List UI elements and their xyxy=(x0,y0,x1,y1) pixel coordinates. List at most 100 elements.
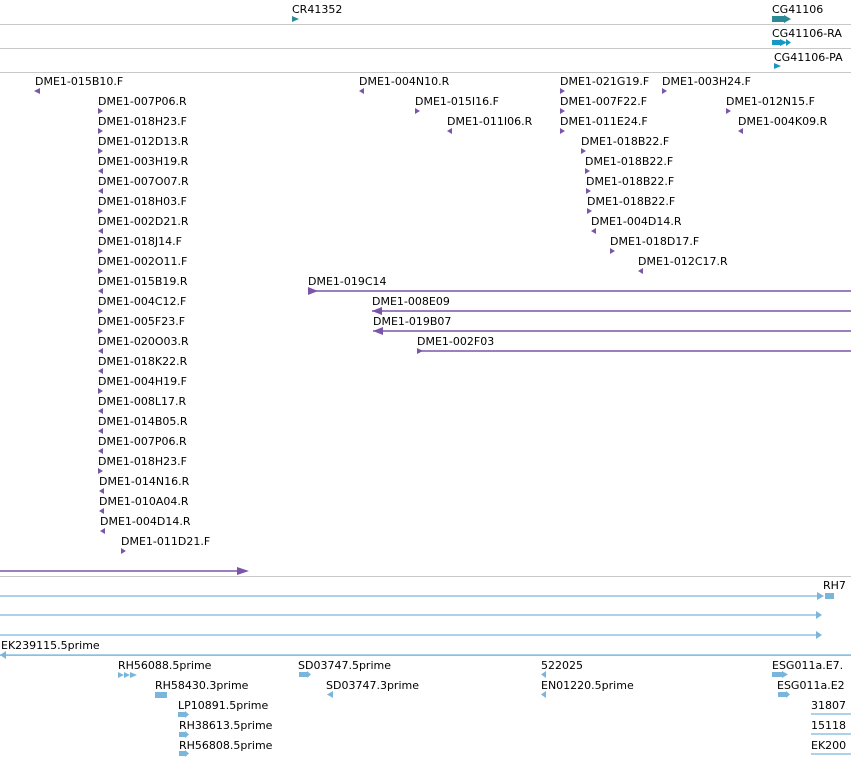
bac-end-markers xyxy=(34,88,743,554)
bac-end-label[interactable]: DME1-004D14.R xyxy=(100,515,191,528)
gene-glyph-cg41106[interactable] xyxy=(772,16,784,22)
bac-end-marker xyxy=(98,328,103,334)
bac-end-label[interactable]: DME1-014B05.R xyxy=(98,415,188,428)
gene-label-cg41106[interactable]: CG41106 xyxy=(772,3,824,16)
bac-end-label[interactable]: DME1-018B22.F xyxy=(581,135,670,148)
bac-end-label[interactable]: DME1-004K09.R xyxy=(738,115,828,128)
track-separator xyxy=(0,24,851,25)
est-marker xyxy=(299,672,308,677)
bac-end-label[interactable]: DME1-018H03.F xyxy=(98,195,187,208)
transcript-glyph-cg41106-pa[interactable] xyxy=(774,63,781,69)
bac-end-marker xyxy=(99,488,104,494)
bac-end-label[interactable]: DME1-004N10.R xyxy=(359,75,450,88)
est-spans xyxy=(0,592,851,659)
bac-end-label[interactable]: DME1-020O03.R xyxy=(98,335,189,348)
bac-end-marker xyxy=(98,208,103,214)
est-label[interactable]: SD03747.5prime xyxy=(298,659,391,672)
clone-span-arrow xyxy=(417,348,423,354)
bac-end-label[interactable]: DME1-018H23.F xyxy=(98,455,187,468)
bac-end-label[interactable]: DME1-011E24.F xyxy=(560,115,648,128)
transcript-label-cg41106-ra[interactable]: CG41106-RA xyxy=(772,27,842,40)
bac-end-label[interactable]: DME1-007P06.R xyxy=(98,435,187,448)
est-marker xyxy=(778,692,786,697)
est-label[interactable]: 522025 xyxy=(541,659,583,672)
est-label[interactable]: EN01220.5prime xyxy=(541,679,634,692)
bac-end-label[interactable]: DME1-015I16.F xyxy=(415,95,499,108)
est-label[interactable]: RH58430.3prime xyxy=(155,679,249,692)
bac-end-label[interactable]: DME1-012N15.F xyxy=(726,95,815,108)
bac-end-marker xyxy=(585,168,590,174)
clone-label[interactable]: DME1-019C14 xyxy=(308,275,387,288)
bac-end-label[interactable]: DME1-003H24.F xyxy=(662,75,751,88)
bac-end-marker xyxy=(560,128,565,134)
gene-glyph-cr41352[interactable] xyxy=(292,16,299,22)
bac-end-label[interactable]: DME1-012D13.R xyxy=(98,135,189,148)
track-separator xyxy=(0,576,851,577)
bac-end-label[interactable]: DME1-005F23.F xyxy=(98,315,186,328)
bac-end-label[interactable]: DME1-007O07.R xyxy=(98,175,189,188)
est-label[interactable]: EK200 xyxy=(811,739,847,752)
bac-end-label[interactable]: DME1-018D17.F xyxy=(610,235,700,248)
bac-end-label[interactable]: DME1-014N16.R xyxy=(99,475,190,488)
bac-end-label[interactable]: DME1-007P06.R xyxy=(98,95,187,108)
est-label[interactable]: RH38613.5prime xyxy=(179,719,273,732)
est-label[interactable]: RH56088.5prime xyxy=(118,659,212,672)
est-marker xyxy=(185,731,189,738)
clone-span-arrow xyxy=(308,287,318,295)
est-label[interactable]: RH56808.5prime xyxy=(179,739,273,752)
bac-end-marker xyxy=(98,128,103,134)
bac-end-marker xyxy=(610,248,615,254)
bac-end-label[interactable]: DME1-012C17.R xyxy=(638,255,728,268)
bac-end-label[interactable]: DME1-015B19.R xyxy=(98,275,188,288)
bac-end-label[interactable]: DME1-007F22.F xyxy=(560,95,648,108)
est-marker xyxy=(541,691,546,698)
est-label[interactable]: ESG011a.E7. xyxy=(772,659,844,672)
bac-end-label[interactable]: DME1-011I06.R xyxy=(447,115,533,128)
bac-end-label[interactable]: DME1-018B22.F xyxy=(586,175,675,188)
bac-end-label[interactable]: DME1-004H19.F xyxy=(98,375,187,388)
bac-end-label[interactable]: DME1-008L17.R xyxy=(98,395,187,408)
bac-end-marker xyxy=(98,168,103,174)
bac-end-label[interactable]: DME1-021G19.F xyxy=(560,75,650,88)
transcript-label-cg41106-pa[interactable]: CG41106-PA xyxy=(774,51,843,64)
bac-end-marker xyxy=(581,148,586,154)
est-label[interactable]: ESG011a.E2 xyxy=(777,679,845,692)
clone-label[interactable]: DME1-019B07 xyxy=(373,315,452,328)
transcript-arrow-cg41106-ra xyxy=(780,39,791,46)
est-label[interactable]: 15118 xyxy=(811,719,846,732)
clone-label[interactable]: DME1-008E09 xyxy=(372,295,450,308)
est-label[interactable]: RH7 xyxy=(823,579,846,592)
bac-end-label[interactable]: DME1-018K22.R xyxy=(98,355,188,368)
bac-end-label[interactable]: DME1-011D21.F xyxy=(121,535,211,548)
bac-end-marker xyxy=(98,448,103,454)
bac-end-marker xyxy=(98,108,103,114)
bac-end-marker xyxy=(560,108,565,114)
gene-label-cr41352[interactable]: CR41352 xyxy=(292,3,343,16)
bac-end-marker xyxy=(662,88,667,94)
transcript-glyph-cg41106-ra[interactable] xyxy=(772,40,780,45)
est-label[interactable]: LP10891.5prime xyxy=(178,699,269,712)
bac-end-label[interactable]: DME1-003H19.R xyxy=(98,155,189,168)
est-label[interactable]: 31807 xyxy=(811,699,846,712)
bac-end-label[interactable]: DME1-018J14.F xyxy=(98,235,182,248)
bac-end-label[interactable]: DME1-018H23.F xyxy=(98,115,187,128)
est-markers xyxy=(118,671,851,757)
clone-spans xyxy=(0,287,851,575)
clone-label[interactable]: DME1-002F03 xyxy=(417,335,495,348)
bac-end-label[interactable]: DME1-018B22.F xyxy=(587,195,676,208)
bac-end-label[interactable]: DME1-002O11.F xyxy=(98,255,188,268)
bac-end-label[interactable]: DME1-010A04.R xyxy=(99,495,189,508)
bac-end-label[interactable]: DME1-004D14.R xyxy=(591,215,682,228)
est-marker xyxy=(185,711,189,718)
bac-end-label[interactable]: DME1-002D21.R xyxy=(98,215,189,228)
bac-end-label[interactable]: DME1-004C12.F xyxy=(98,295,187,308)
est-marker xyxy=(155,692,167,698)
bac-end-label[interactable]: DME1-018B22.F xyxy=(585,155,674,168)
bac-end-label[interactable]: DME1-015B10.F xyxy=(35,75,124,88)
bac-end-marker xyxy=(98,468,103,474)
est-label[interactable]: EK239115.5prime xyxy=(1,639,100,652)
est-marker xyxy=(786,691,790,698)
track-separator xyxy=(0,72,851,73)
est-label[interactable]: SD03747.3prime xyxy=(326,679,419,692)
